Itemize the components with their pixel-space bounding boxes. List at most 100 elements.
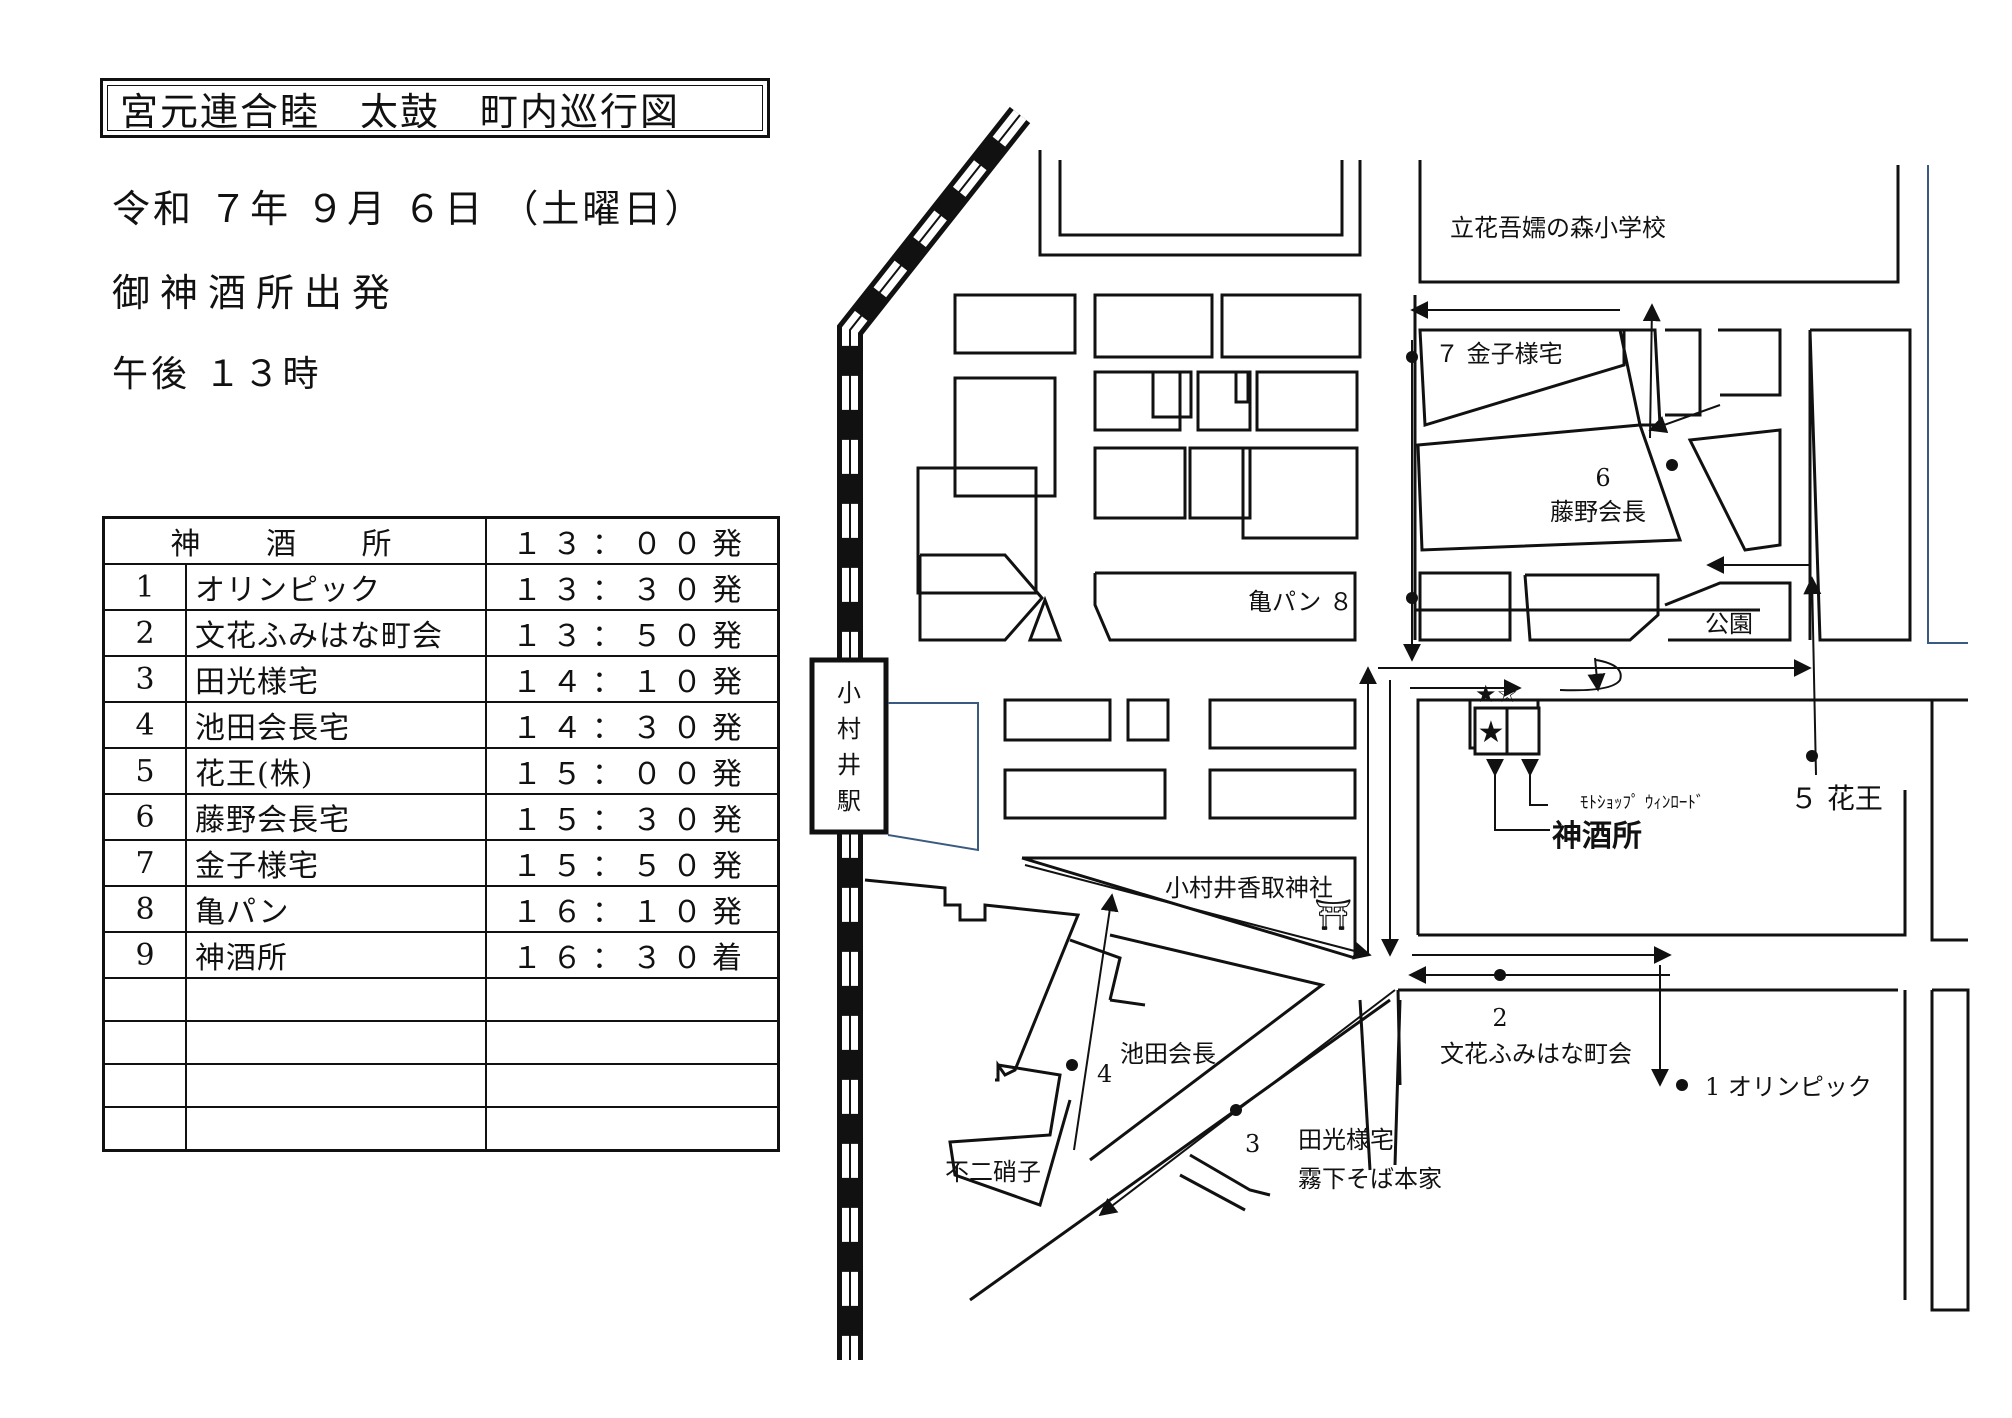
stop-4-dot bbox=[1066, 1059, 1078, 1071]
schedule-stop-time: １３：５０発 bbox=[485, 609, 780, 657]
schedule-stop-name: 池田会長宅 bbox=[185, 701, 487, 749]
stop-6-number: 6 bbox=[1595, 464, 1610, 492]
station-box bbox=[809, 657, 889, 835]
schedule-stop-name: 亀パン bbox=[185, 885, 487, 933]
schedule-row bbox=[102, 977, 780, 1022]
schedule-header-name: 神 酒 所 bbox=[102, 516, 487, 565]
title-box: 宮元連合睦 太鼓 町内巡行図 bbox=[100, 78, 770, 138]
station-char-2: 村 bbox=[837, 715, 861, 743]
stop-2-number: 2 bbox=[1492, 1004, 1507, 1032]
schedule-stop-number: 3 bbox=[102, 655, 187, 703]
stop-2-dot bbox=[1494, 969, 1506, 981]
schedule-stop-number bbox=[102, 1063, 187, 1108]
stop-dots bbox=[1066, 351, 1818, 1116]
station-char-4: 駅 bbox=[837, 787, 861, 815]
stop-8-dot bbox=[1406, 592, 1418, 604]
railway-line bbox=[837, 106, 1031, 1360]
station-label: 小 村 井 駅 bbox=[837, 679, 861, 815]
stop-7-label: ７ 金子様宅 bbox=[1435, 340, 1563, 368]
schedule-stop-number: 2 bbox=[102, 609, 187, 657]
stop-5-label: ５ 花王 bbox=[1790, 782, 1883, 815]
stop-4-label: 池田会長 bbox=[1120, 1040, 1216, 1068]
schedule-stop-time: １３：３０発 bbox=[485, 563, 780, 611]
stop-6-label: 藤野会長 bbox=[1550, 498, 1646, 526]
stop-6-dot bbox=[1666, 459, 1678, 471]
stop-1-label: 1 オリンピック bbox=[1705, 1073, 1872, 1101]
schedule-stop-time: １４：１０発 bbox=[485, 655, 780, 703]
event-date: 令和 ７年 ９月 ６日 （土曜日） bbox=[112, 187, 706, 231]
schedule-stop-time: １６：３０着 bbox=[485, 931, 780, 979]
schedule-stop-name bbox=[185, 1020, 487, 1065]
station-char-1: 小 bbox=[837, 679, 861, 707]
stop-3-number: 3 bbox=[1245, 1130, 1260, 1158]
station-char-3: 井 bbox=[837, 751, 861, 779]
stop-3-dot bbox=[1230, 1104, 1242, 1116]
schedule-stop-name: 神酒所 bbox=[185, 931, 487, 979]
schedule-stop-time: １４：３０発 bbox=[485, 701, 780, 749]
schedule-header-time: １３：００発 bbox=[485, 516, 780, 565]
torii-icon: ⛩ bbox=[1314, 898, 1352, 933]
schedule-stop-time: １５：３０発 bbox=[485, 793, 780, 841]
schedule-stop-time bbox=[485, 1020, 780, 1065]
schedule-stop-number bbox=[102, 1020, 187, 1065]
stop-2-label: 文花ふみはな町会 bbox=[1440, 1040, 1632, 1068]
schedule-stop-number: 8 bbox=[102, 885, 187, 933]
motoshop-label: ﾓﾄｼｮｯﾌﾟ ｳｨﾝﾛｰﾄﾞ bbox=[1580, 793, 1704, 813]
schedule-stop-number: 4 bbox=[102, 701, 187, 749]
park-label: 公園 bbox=[1705, 610, 1753, 638]
schedule-stop-number: 9 bbox=[102, 931, 187, 979]
mikisho-label: 神酒所 bbox=[1552, 819, 1642, 854]
schedule-stop-number bbox=[102, 977, 187, 1022]
schedule-stop-name: 金子様宅 bbox=[185, 839, 487, 887]
schedule-stop-number: 6 bbox=[102, 793, 187, 841]
boundary-lines bbox=[887, 165, 1968, 852]
schedule-row bbox=[102, 1020, 780, 1065]
map-labels: 立花吾嬬の森小学校 ７ 金子様宅 6 藤野会長 亀パン ８ 公園 ★☆ ﾓﾄｼｮ… bbox=[945, 214, 1883, 1193]
schedule-stop-number: 5 bbox=[102, 747, 187, 795]
map-title: 宮元連合睦 太鼓 町内巡行図 bbox=[107, 85, 763, 134]
route-arrows bbox=[1024, 301, 1822, 1217]
schedule-stop-number: 7 bbox=[102, 839, 187, 887]
schedule-header-row: 神 酒 所 １３：００発 bbox=[102, 516, 780, 565]
schedule-stop-name: 藤野会長宅 bbox=[185, 793, 487, 841]
schedule-stop-name bbox=[185, 1106, 487, 1152]
stop-8-label: 亀パン ８ bbox=[1248, 588, 1353, 616]
schedule-stop-time bbox=[485, 1106, 780, 1152]
schedule-stop-name: 文花ふみはな町会 bbox=[185, 609, 487, 657]
street-blocks bbox=[864, 150, 1970, 1312]
schedule-stop-name: オリンピック bbox=[185, 563, 487, 611]
fuji-glass-label: 不二硝子 bbox=[945, 1158, 1041, 1186]
school-label: 立花吾嬬の森小学校 bbox=[1450, 214, 1666, 242]
stop-3-label: 田光様宅 bbox=[1298, 1126, 1394, 1154]
schedule-stop-time bbox=[485, 1063, 780, 1108]
soba-label: 霧下そば本家 bbox=[1298, 1165, 1442, 1193]
shrine-label: 小村井香取神社 bbox=[1165, 874, 1333, 902]
uturn-arrow bbox=[1559, 659, 1622, 692]
stop-7-dot bbox=[1406, 351, 1418, 363]
schedule-stop-name: 花王(株) bbox=[185, 747, 487, 795]
schedule-stop-number: 1 bbox=[102, 563, 187, 611]
stop-1-dot bbox=[1676, 1079, 1688, 1091]
stop-5-dot bbox=[1806, 750, 1818, 762]
schedule-stop-time: １５：００発 bbox=[485, 747, 780, 795]
schedule-row bbox=[102, 1106, 780, 1152]
schedule-stop-time bbox=[485, 977, 780, 1022]
schedule-stop-number bbox=[102, 1106, 187, 1152]
schedule-stop-name bbox=[185, 977, 487, 1022]
start-time: 午後 １３時 bbox=[112, 354, 322, 395]
motoshop-building bbox=[1505, 706, 1541, 756]
red-star-icon: ★ bbox=[1478, 715, 1505, 750]
stop-4-number: 4 bbox=[1097, 1060, 1112, 1088]
departure-point: 御神酒所出発 bbox=[112, 271, 401, 315]
